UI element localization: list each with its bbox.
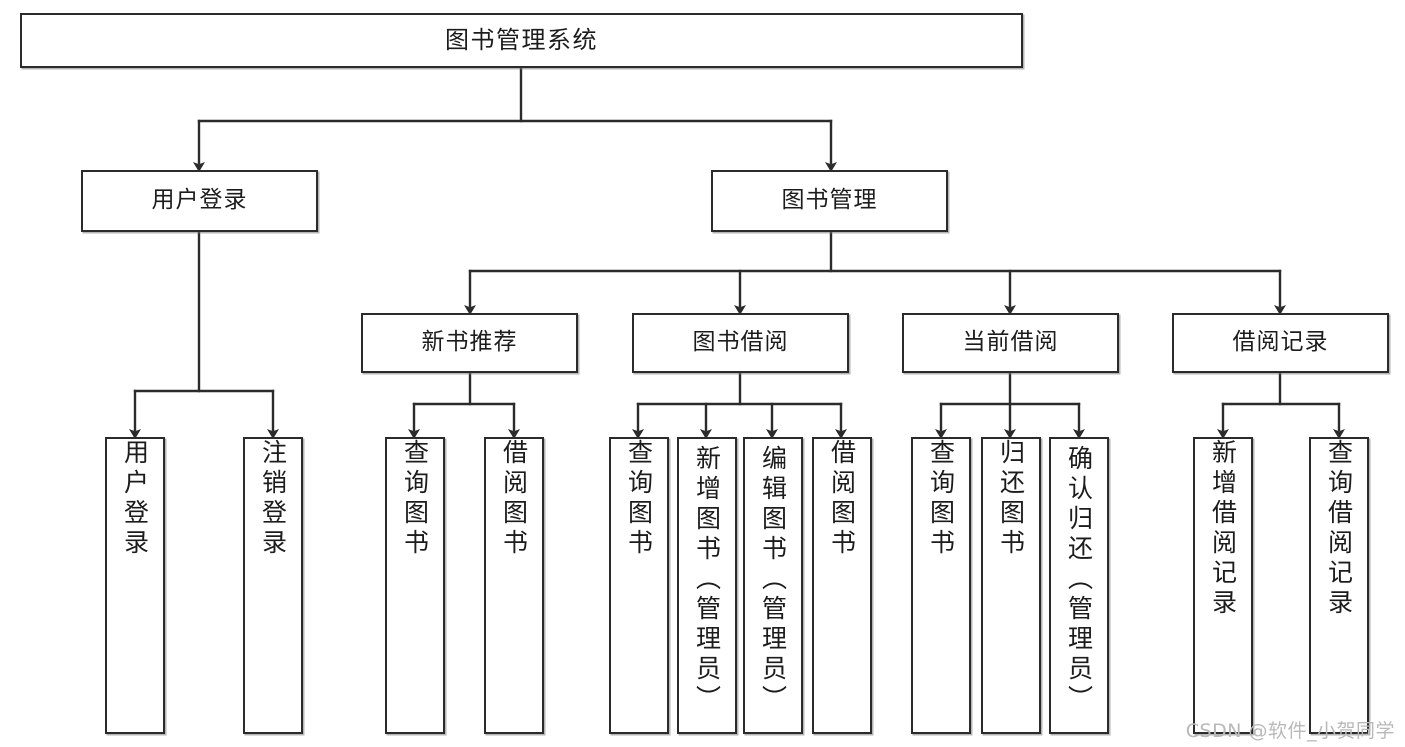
leaf-borrow-borrow-book[interactable]: 借阅图书 [812,437,872,734]
node-current-borrow[interactable]: 当前借阅 [902,313,1119,373]
node-label: 归还图书 [996,439,1026,559]
leaf-borrow-edit-book-admin[interactable]: 编辑图书（管理员） [743,437,803,734]
leaf-borrow-add-book-admin[interactable]: 新增图书（管理员） [677,437,737,734]
leaf-record-query-record[interactable]: 查询借阅记录 [1309,437,1369,734]
node-user-login[interactable]: 用户登录 [81,170,318,232]
node-book-management[interactable]: 图书管理 [711,170,948,232]
node-label: 借阅图书 [499,439,529,559]
node-label: 用户登录 [120,439,150,559]
node-label: 新书推荐 [421,329,518,356]
node-label: 图书借阅 [692,329,789,356]
node-label: 新增借阅记录 [1208,439,1238,619]
node-label: 借阅记录 [1232,329,1329,356]
leaf-current-confirm-return-admin[interactable]: 确认归还（管理员） [1049,437,1109,734]
node-label: 查询图书 [400,439,430,559]
node-new-book-recommend[interactable]: 新书推荐 [361,313,578,373]
leaf-recommend-borrow-book[interactable]: 借阅图书 [484,437,544,734]
node-label: 查询借阅记录 [1324,439,1354,619]
leaf-record-add-record[interactable]: 新增借阅记录 [1193,437,1253,734]
leaf-current-query-book[interactable]: 查询图书 [911,437,971,734]
leaf-current-return-book[interactable]: 归还图书 [981,437,1041,734]
node-label: 当前借阅 [962,329,1059,356]
node-label: 图书管理系统 [445,26,598,55]
node-label: 确认归还（管理员） [1064,445,1094,715]
node-label: 注销登录 [258,439,288,559]
watermark-text: CSDN @软件_小贺同学 [1185,720,1395,742]
leaf-recommend-query-book[interactable]: 查询图书 [385,437,445,734]
node-label: 借阅图书 [827,439,857,559]
node-label: 查询图书 [926,439,956,559]
node-book-borrow[interactable]: 图书借阅 [632,313,849,373]
leaf-borrow-query-book[interactable]: 查询图书 [609,437,669,734]
node-root-system[interactable]: 图书管理系统 [20,13,1023,68]
node-label: 新增图书（管理员） [692,445,722,715]
node-label: 用户登录 [151,187,248,214]
node-label: 图书管理 [781,187,878,214]
leaf-user-login-logout[interactable]: 注销登录 [243,437,303,734]
node-borrow-record[interactable]: 借阅记录 [1172,313,1389,373]
node-label: 编辑图书（管理员） [758,445,788,715]
node-label: 查询图书 [624,439,654,559]
leaf-user-login-login[interactable]: 用户登录 [105,437,165,734]
